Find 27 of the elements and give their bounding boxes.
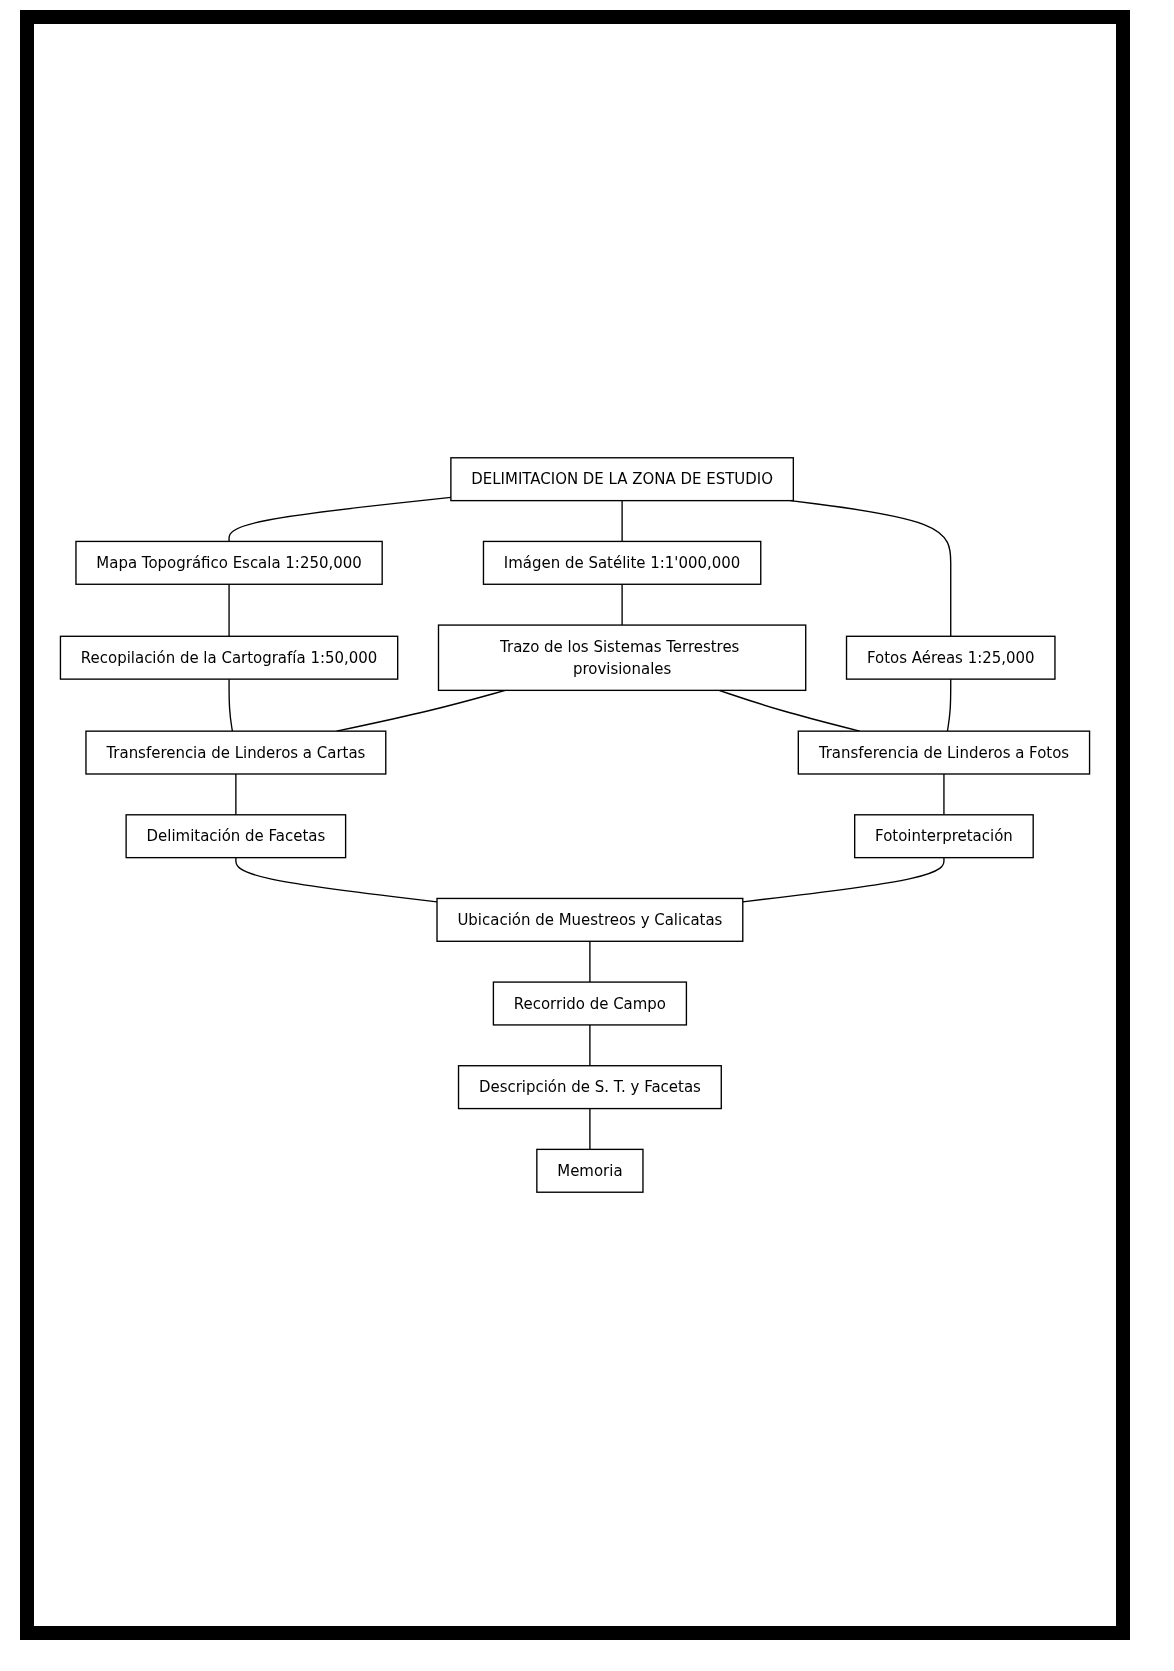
node-box: Ubicación de Muestreos y Calicatas	[436, 897, 744, 942]
node-box: DELIMITACION DE LA ZONA DE ESTUDIO	[450, 457, 794, 502]
node-box: Mapa Topográfico Escala 1:250,000	[75, 540, 383, 585]
node-box: Descripción de S. T. y Facetas	[457, 1065, 722, 1110]
connector	[228, 678, 234, 732]
node-box: Fotos Aéreas 1:25,000	[845, 635, 1056, 680]
connector	[589, 940, 591, 983]
node-box: Trazo de los Sistemas Terrestres provisionales	[437, 624, 807, 692]
connector	[789, 499, 952, 637]
connector	[621, 583, 623, 626]
connector	[589, 1024, 591, 1067]
node-box: Transferencia de Linderos a Fotos	[797, 730, 1091, 775]
node-box: Fotointerpretación	[854, 814, 1034, 859]
node-box: Delimitación de Facetas	[125, 814, 347, 859]
connector	[228, 583, 230, 637]
connector	[235, 773, 237, 816]
connector	[943, 773, 945, 816]
node-box: Recopilación de la Cartografía 1:50,000	[59, 635, 399, 680]
connector	[235, 856, 438, 903]
connector	[589, 1107, 591, 1151]
node-box: Imágen de Satélite 1:1'000,000	[482, 540, 762, 585]
node-box: Recorrido de Campo	[492, 981, 688, 1026]
connector	[621, 499, 623, 543]
connector	[742, 856, 945, 903]
connector	[946, 678, 952, 732]
node-box: Transferencia de Linderos a Cartas	[85, 730, 387, 775]
node-box: Memoria	[536, 1148, 644, 1193]
